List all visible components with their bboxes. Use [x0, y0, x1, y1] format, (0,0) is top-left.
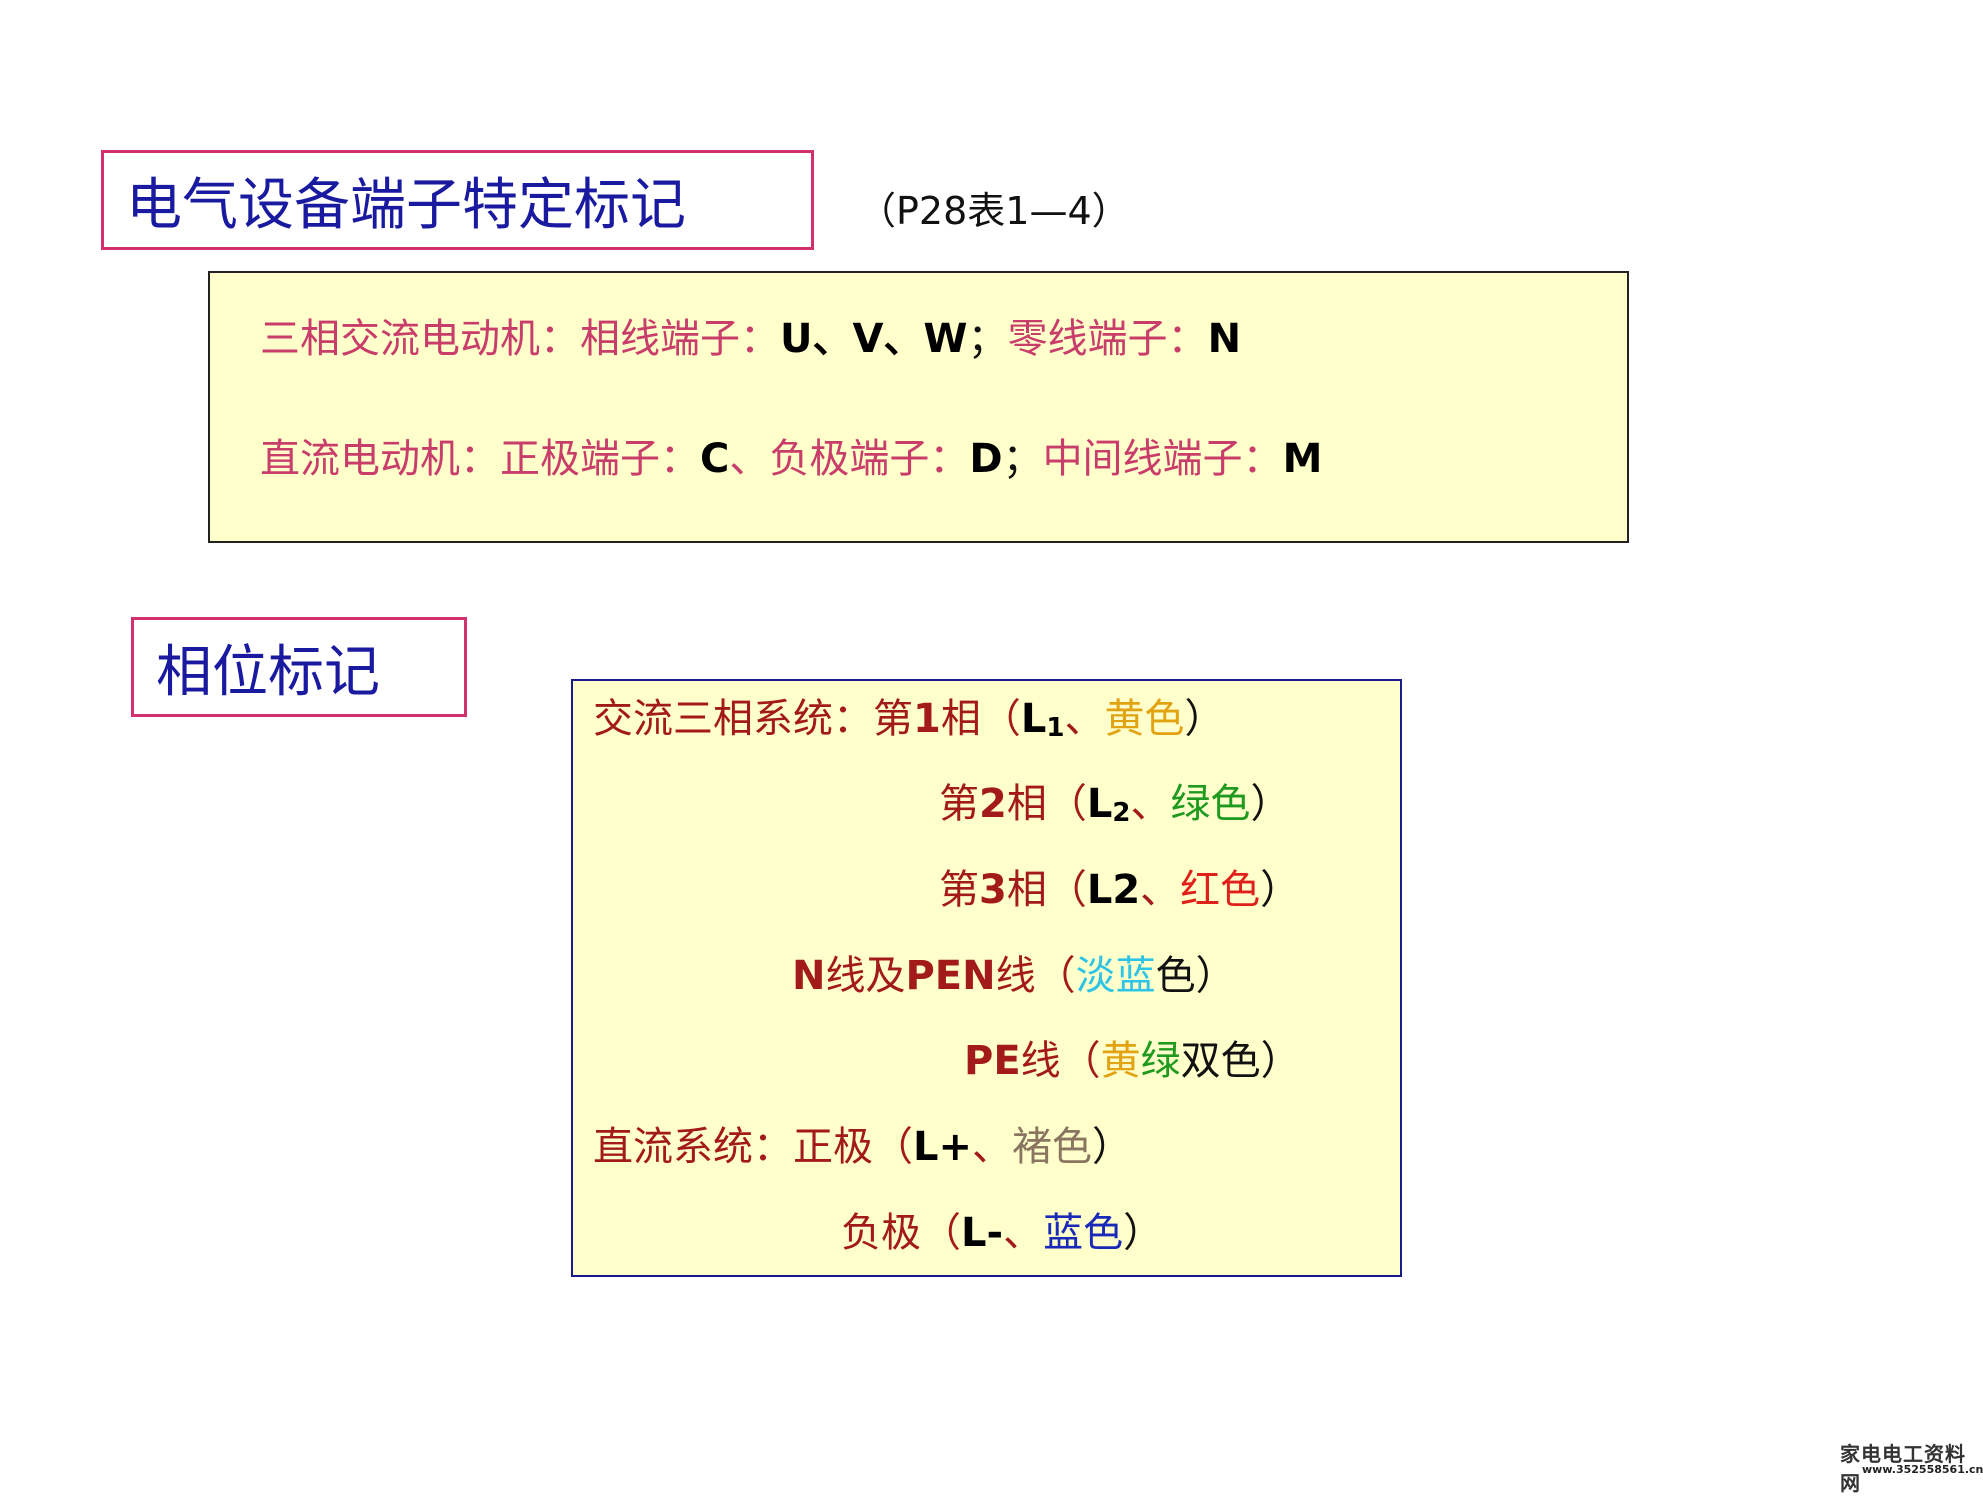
phase2-line: 第2相（L2、绿色）: [939, 781, 1291, 828]
n-pen-line: N线及PEN线（淡蓝色）: [792, 953, 1236, 999]
section-title-terminal-marking: 电气设备端子特定标记: [101, 150, 814, 250]
section-title-text: 电气设备端子特定标记: [126, 172, 686, 238]
watermark-site-name: 家电电工资料网: [1840, 1442, 1966, 1495]
dc-negative-line: 负极（L-、蓝色）: [841, 1210, 1164, 1256]
section-title-text: 相位标记: [156, 639, 380, 705]
dc-positive-line: 直流系统：正极（L+、褚色）: [593, 1124, 1133, 1170]
dc-motor-line: 直流电动机：正极端子：C、负极端子：D；中间线端子：M: [260, 436, 1323, 482]
ac-motor-line: 三相交流电动机：相线端子：U、V、W；零线端子：N: [260, 316, 1242, 362]
terminal-marking-panel: 三相交流电动机：相线端子：U、V、W；零线端子：N 直流电动机：正极端子：C、负…: [208, 271, 1629, 543]
phase-marking-panel: 交流三相系统：第1相（L1、黄色） 第2相（L2、绿色） 第3相（L2、红色） …: [571, 679, 1402, 1277]
pe-line: PE线（黄绿双色）: [964, 1038, 1301, 1084]
section-title-phase-marking: 相位标记: [131, 617, 467, 717]
phase3-line: 第3相（L2、红色）: [939, 867, 1301, 913]
table-reference: （P28表1—4）: [858, 189, 1130, 233]
phase1-line: 交流三相系统：第1相（L1、黄色）: [593, 696, 1225, 743]
watermark-url: www.352558561.cn: [1862, 1463, 1983, 1476]
